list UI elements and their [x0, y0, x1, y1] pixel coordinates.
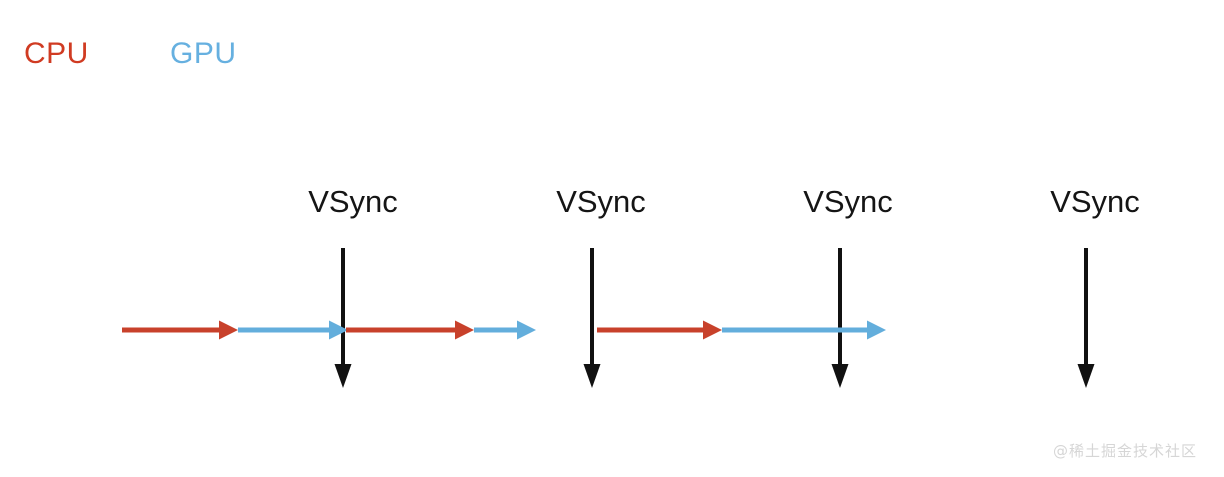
- cpu-arrow-frame-1: [122, 320, 238, 340]
- vsync-line-1: [334, 248, 352, 388]
- frame-3-timeline: [597, 320, 886, 340]
- vsync-label-4: VSync: [1050, 184, 1140, 219]
- legend-item-cpu: CPU: [24, 37, 89, 70]
- gpu-arrow-frame-2: [474, 320, 536, 340]
- vsync-line-4: [1077, 248, 1095, 388]
- legend-item-gpu: GPU: [170, 37, 237, 70]
- vsync-label-1: VSync: [308, 184, 398, 219]
- vsync-label-2: VSync: [556, 184, 646, 219]
- vsync-label-3: VSync: [803, 184, 893, 219]
- cpu-arrow-frame-2: [346, 320, 474, 340]
- frame-2-timeline: [346, 320, 536, 340]
- watermark: @稀土掘金技术社区: [1052, 442, 1197, 460]
- gpu-arrow-frame-1: [238, 320, 348, 340]
- vsync-line-3: [831, 248, 849, 388]
- gpu-arrow-frame-3: [722, 320, 886, 340]
- vsync-line-2: [583, 248, 601, 388]
- frame-1-timeline: [122, 320, 348, 340]
- cpu-arrow-frame-3: [597, 320, 722, 340]
